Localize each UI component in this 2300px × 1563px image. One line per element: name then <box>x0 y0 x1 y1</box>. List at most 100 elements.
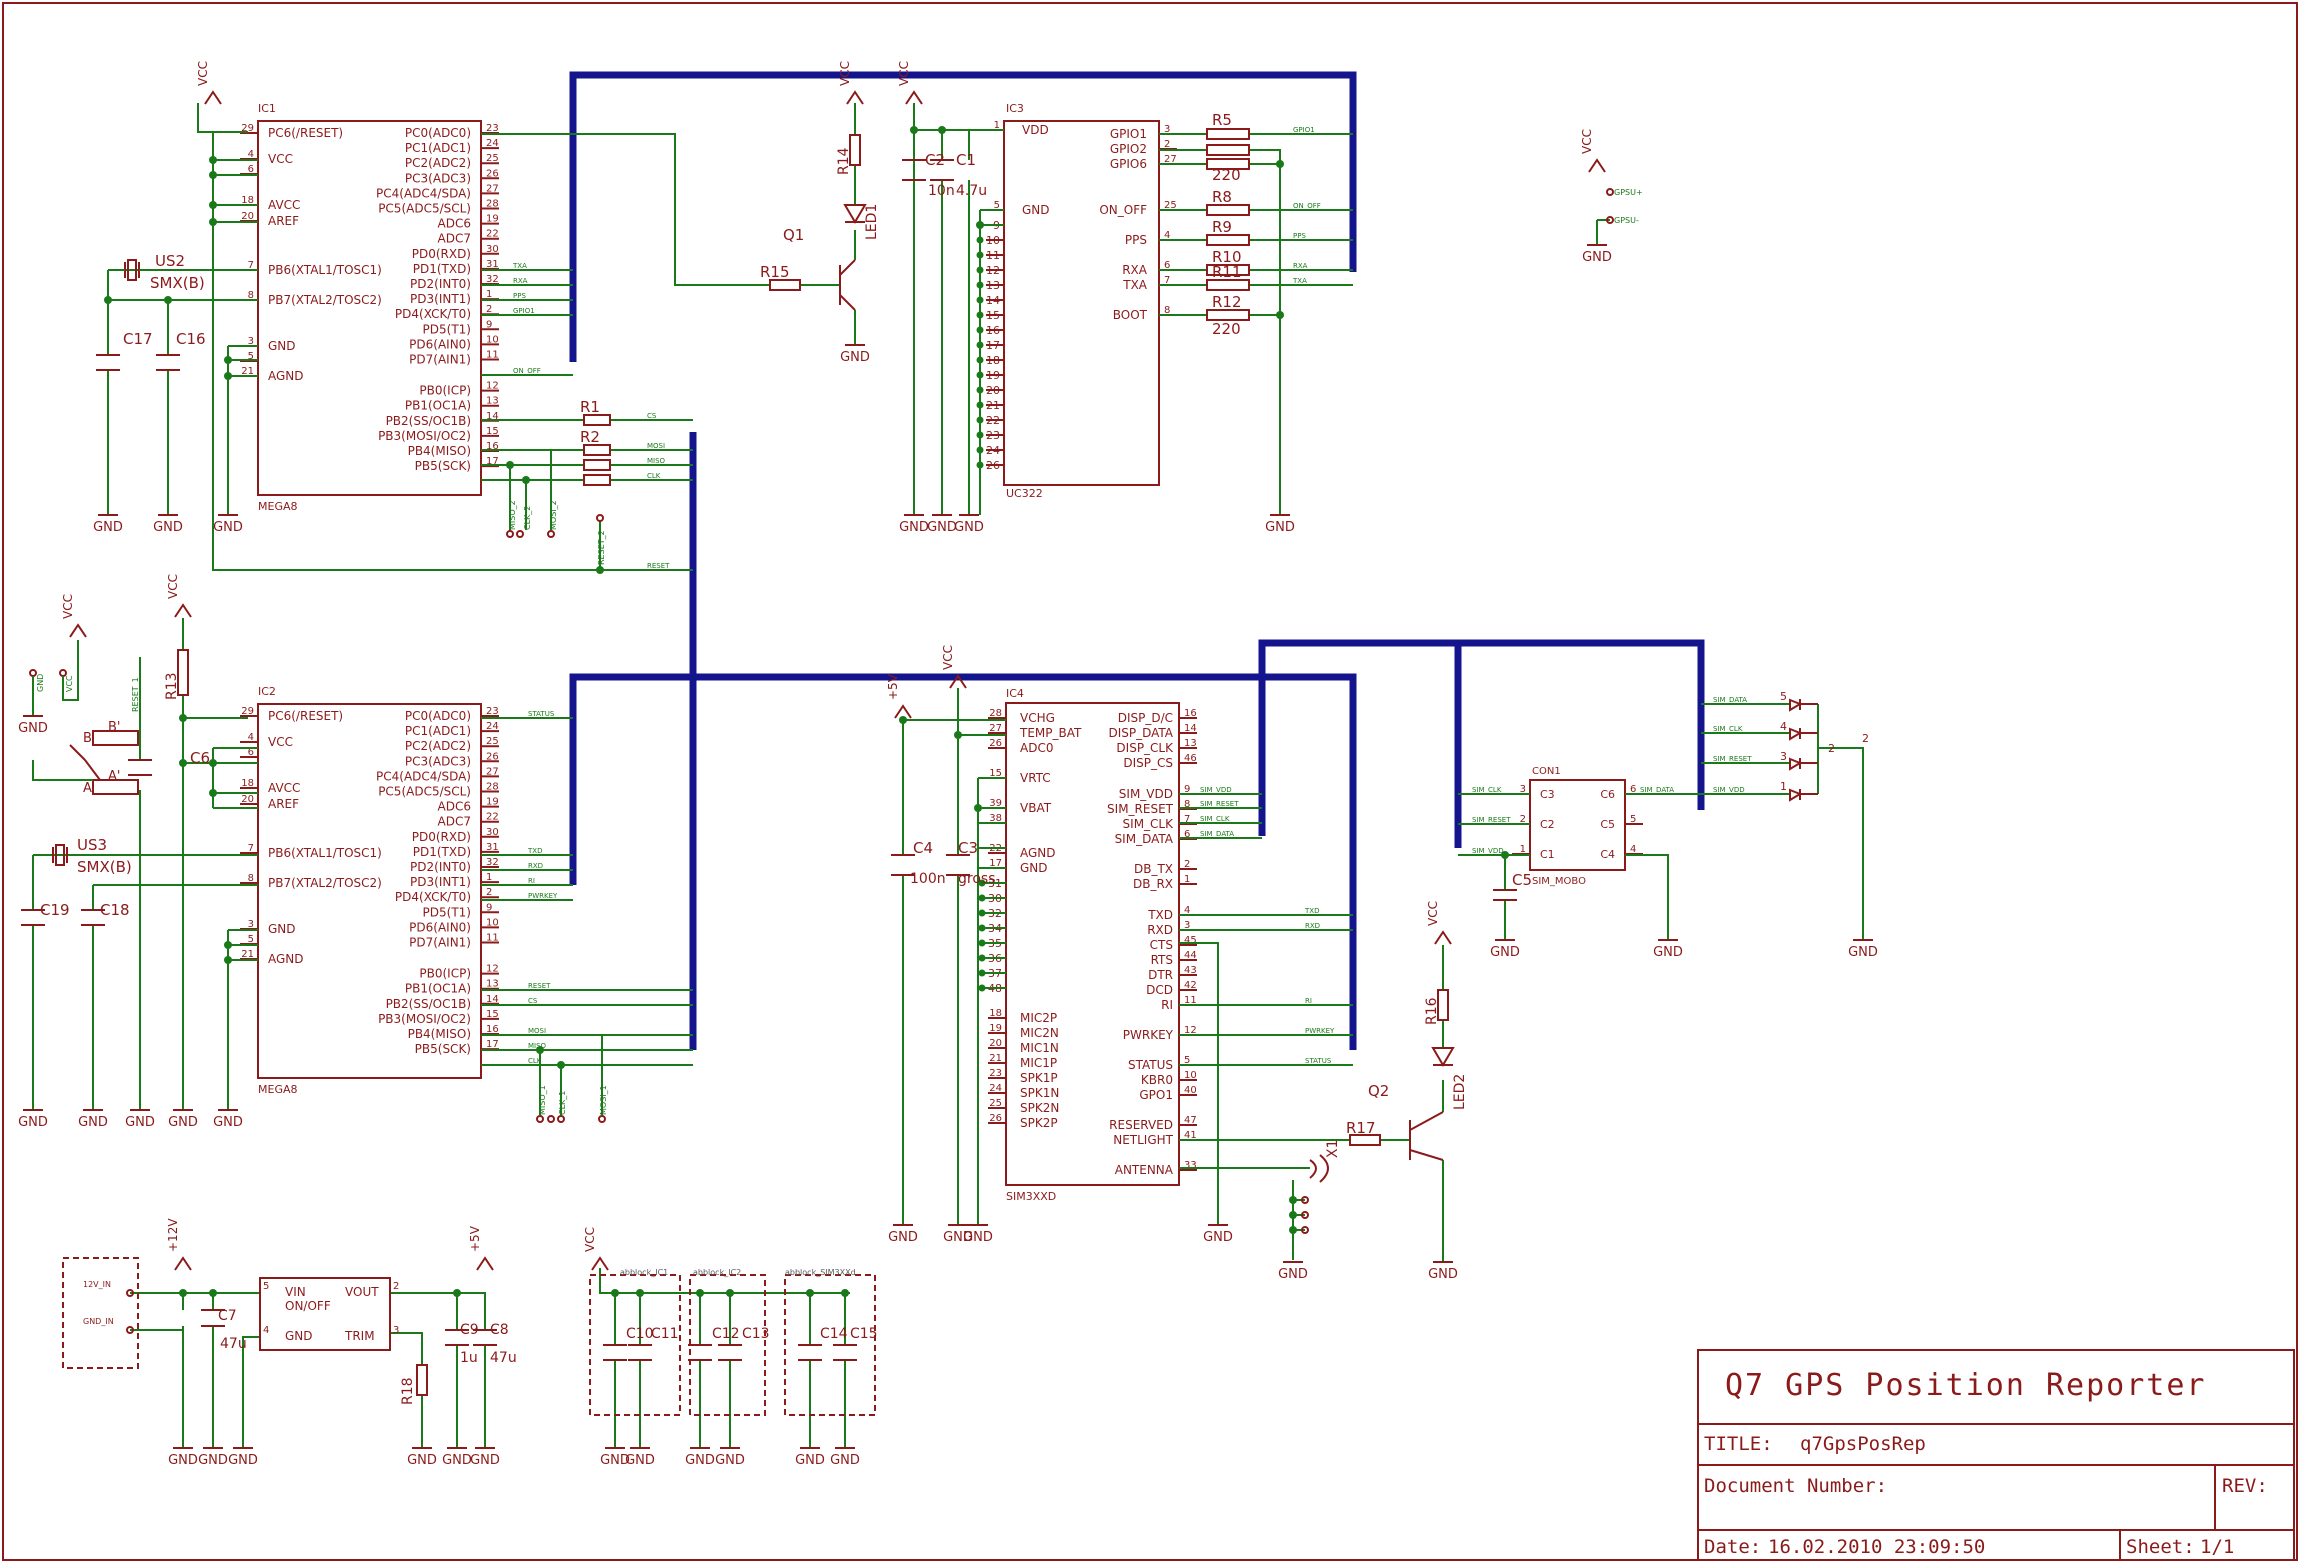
pin-name: SPK1P <box>1020 1071 1058 1085</box>
pin-name: RESERVED <box>1109 1118 1173 1132</box>
pin-number: 43 <box>1184 965 1197 976</box>
label-c15: C15 <box>850 1326 878 1342</box>
ic2-right-pins: PC0(ADC0)23PC1(ADC1)24PC2(ADC2)25PC3(ADC… <box>376 706 499 1056</box>
lbl-mosi1: MOSI_1 <box>599 1085 608 1115</box>
gnd-label: GND <box>927 520 957 535</box>
pin-number: 1 <box>1520 844 1526 855</box>
pin-number: 2 <box>486 304 492 315</box>
pin-number: 3 <box>1520 784 1526 795</box>
pin-name: MIC1P <box>1020 1056 1057 1070</box>
pin-name: KBR0 <box>1141 1073 1173 1087</box>
pin-number: 21 <box>986 399 1000 412</box>
pin-number: 23 <box>986 429 1000 442</box>
pin-number: 3 <box>248 336 254 347</box>
vcc-symbol <box>949 674 967 689</box>
junction-dots <box>104 126 1509 1297</box>
net-label: CS <box>647 412 657 420</box>
pin-name: AGND <box>1020 846 1056 860</box>
pin-number: 20 <box>986 384 1000 397</box>
sheet-label: Sheet: <box>2126 1536 2195 1558</box>
pin-number: 6 <box>248 747 254 758</box>
pin-number: 20 <box>241 794 254 805</box>
pin-number: 8 <box>248 873 254 884</box>
pin-name: C3 <box>1540 788 1555 801</box>
pin-number: 14 <box>486 994 499 1005</box>
vcc-symbol <box>1434 930 1452 945</box>
reg-gnd: GND <box>285 1329 313 1343</box>
pin-name: GPIO6 <box>1110 157 1147 171</box>
pin-number: 4 <box>1184 905 1190 916</box>
pin-name: RXD <box>1147 923 1173 937</box>
gnd-label: GND <box>125 1115 155 1130</box>
vcc-label: +5V <box>468 1225 482 1252</box>
ic4-name: IC4 <box>1006 687 1024 700</box>
pin-number: 7 <box>248 843 254 854</box>
pin-number: 39 <box>989 798 1002 809</box>
label-c16: C16 <box>176 330 206 348</box>
pin-name: PB6(XTAL1/TOSC1) <box>268 263 382 277</box>
pin-name: PD3(INT1) <box>410 292 471 306</box>
label-r16: R16 <box>1424 997 1440 1025</box>
pin-name: RXA <box>1122 263 1148 277</box>
label-r18: R18 <box>400 1377 416 1405</box>
ic2-body <box>257 703 482 1079</box>
pin-number: 23 <box>486 706 499 717</box>
pin-number: 21 <box>241 366 254 377</box>
pin-name: PD5(T1) <box>423 905 471 919</box>
vcc-symbol <box>591 1256 609 1271</box>
pin-number: 18 <box>241 195 254 206</box>
pin-name: SPK2N <box>1020 1101 1059 1115</box>
pin-name: C5 <box>1600 818 1615 831</box>
pin-name: PB4(MISO) <box>408 1027 471 1041</box>
pin-number: 4 <box>1780 720 1787 733</box>
pin-number: 26 <box>486 751 499 762</box>
pin-number: 14 <box>486 411 499 422</box>
ic4-left-pins: VCHG28TEMP_BAT27ADC026VRTC15VBAT3938AGND… <box>978 708 1082 1130</box>
pin-name: PD7(AIN1) <box>409 353 471 367</box>
label-r13: R13 <box>164 672 180 700</box>
pin-name: PB0(ICP) <box>419 384 471 398</box>
pin-number: 15 <box>486 1009 499 1020</box>
pin-number: 46 <box>1184 753 1197 764</box>
pin-number: 13 <box>1184 738 1197 749</box>
net-label: RXD <box>1305 922 1320 930</box>
pin-number: 20 <box>989 1038 1002 1049</box>
pin-number: 6 <box>1184 829 1190 840</box>
ic3-pins: VDD1GND591011121314151617181920212223242… <box>976 120 1177 472</box>
con1-value: SIM_MOBO <box>1532 876 1586 887</box>
sheet-value: 1/1 <box>2200 1536 2234 1558</box>
net-label: MOSI <box>647 442 665 450</box>
pin-number: 5 <box>248 934 254 945</box>
net-label: CLK <box>528 1057 542 1065</box>
pin-name: AREF <box>268 214 299 228</box>
pin-name: DB_RX <box>1133 877 1173 891</box>
pin-name: VCC <box>268 152 293 166</box>
lbl-sj-bp: B' <box>108 720 121 735</box>
pin-name: PC4(ADC4/SDA) <box>376 769 471 783</box>
pin-name: PC3(ADC3) <box>405 171 471 185</box>
ic4-block: IC4 SIM3XXD VCHG28TEMP_BAT27ADC026VRTC15… <box>978 687 1197 1203</box>
pin-number: 17 <box>986 339 1000 352</box>
pin-name: SIM_VDD <box>1119 787 1173 801</box>
gnd-label: GND <box>228 1453 258 1468</box>
pin-name: PC1(ADC1) <box>405 724 471 738</box>
pin-number: 6 <box>248 164 254 175</box>
label-c18: C18 <box>100 901 130 919</box>
pin-name: AGND <box>268 369 304 383</box>
net-label: RI <box>528 877 535 885</box>
gnd-label: GND <box>153 520 183 535</box>
pin-name: C4 <box>1600 848 1615 861</box>
pin-name: PB0(ICP) <box>419 967 471 981</box>
net-label: SIM_VDD <box>1200 786 1232 794</box>
gnd-label: GND <box>685 1453 715 1468</box>
net-label: RI <box>1305 997 1312 1005</box>
gnd-label: GND <box>954 520 984 535</box>
pin-number: 28 <box>989 708 1002 719</box>
pin-number: 22 <box>486 812 499 823</box>
pin-number: 28 <box>486 782 499 793</box>
gnd-label: GND <box>830 1453 860 1468</box>
vcc-symbol <box>1588 158 1606 173</box>
pin-name: ON_OFF <box>1099 203 1147 217</box>
label-r5: R5 <box>1212 111 1232 129</box>
